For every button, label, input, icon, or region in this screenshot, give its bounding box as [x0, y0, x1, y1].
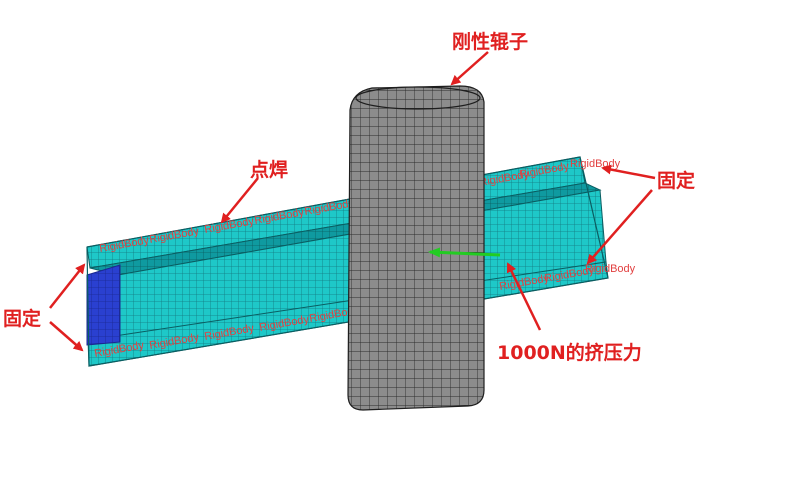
- weld-pointer-arrow: [220, 177, 259, 224]
- fixed-right-arrow-bottom: [586, 189, 653, 265]
- rigid-body-tag: RigidBody: [570, 158, 621, 170]
- force-pointer-arrow: [506, 262, 542, 331]
- fixed-left-arrow-top: [49, 263, 86, 309]
- force-arrow-icon: [428, 247, 501, 258]
- beam-end-face: [86, 264, 121, 346]
- rigid-body-tag: RigidBody: [585, 263, 636, 275]
- rigid-roller-top: [355, 86, 481, 110]
- fixed-right-label: 固定: [657, 170, 696, 192]
- rigid-roller-label: 刚性辊子: [452, 31, 529, 53]
- force-label: 1000N的挤压力: [497, 342, 642, 364]
- rigid-roller: [347, 85, 485, 411]
- fixed-right-arrow-top: [601, 164, 656, 180]
- fixed-left-label: 固定: [3, 308, 42, 330]
- roller-pointer-arrow: [450, 51, 489, 86]
- fixed-left-arrow-bottom: [49, 321, 84, 352]
- spot-weld-label: 点焊: [250, 159, 289, 181]
